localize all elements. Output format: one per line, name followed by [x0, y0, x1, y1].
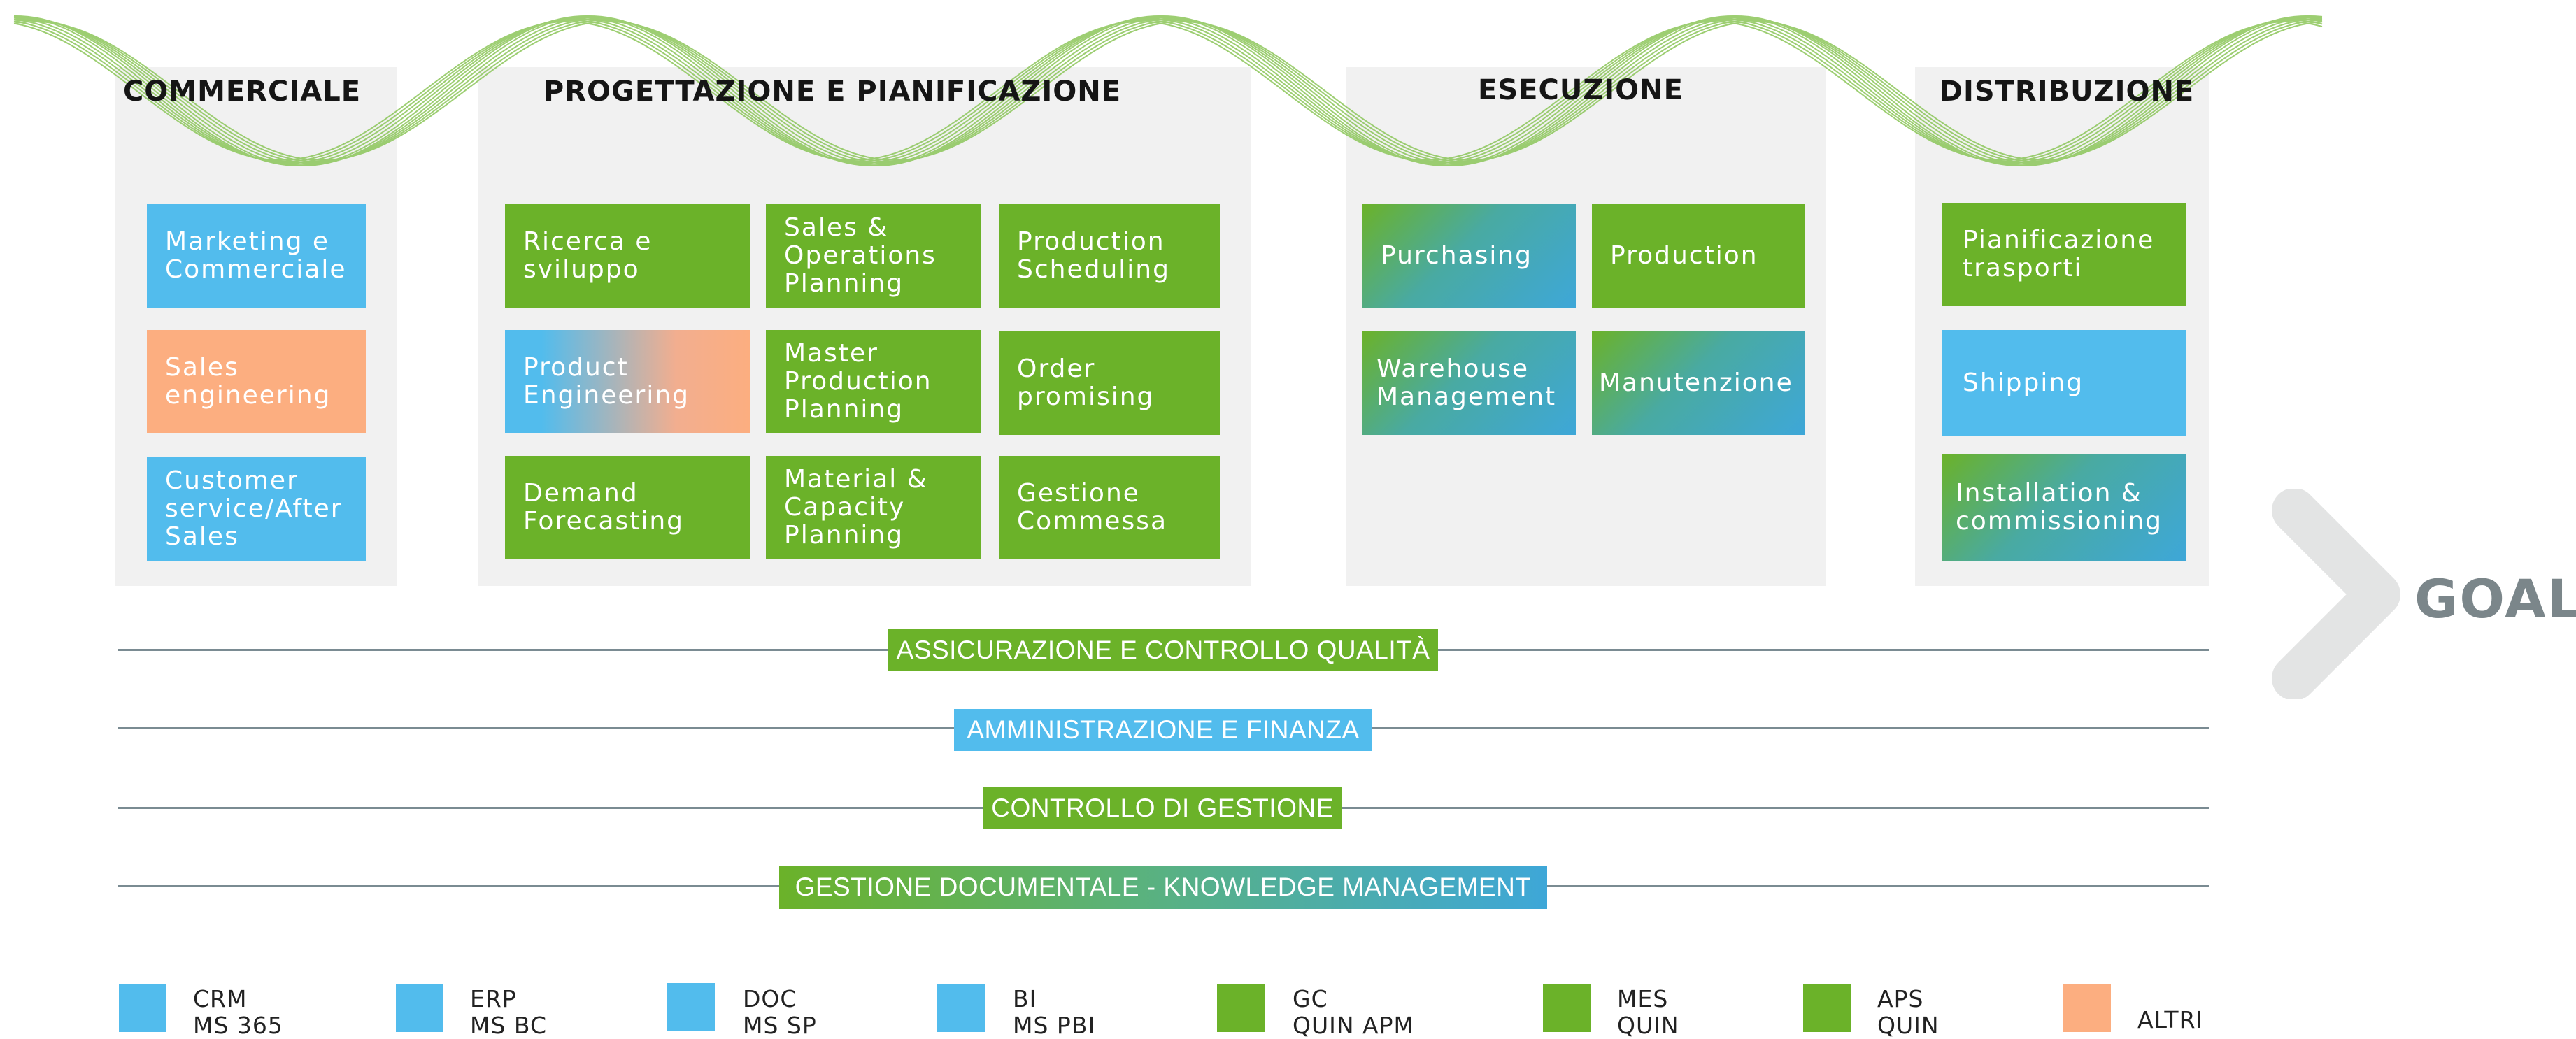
box-installation-commissioning[interactable]: Installation & commissioning — [1942, 454, 2186, 561]
band-documentale[interactable]: GESTIONE DOCUMENTALE - KNOWLEDGE MANAGEM… — [779, 866, 1547, 909]
legend-swatch-crm — [119, 984, 166, 1032]
box-product-engineering[interactable]: Product Engineering — [505, 330, 750, 433]
wave-line — [13, 19, 2323, 163]
heading-commerciale: COMMERCIALE — [122, 76, 362, 108]
box-production[interactable]: Production — [1592, 204, 1805, 308]
legend-label-aps: APS QUIN — [1877, 985, 1940, 1039]
legend-label-bi: BI MS PBI — [1013, 985, 1096, 1039]
band-controllo[interactable]: CONTROLLO DI GESTIONE — [983, 787, 1342, 829]
goal-label: GOAL — [2414, 568, 2576, 630]
legend-label-altri: ALTRI — [2137, 1006, 2204, 1033]
wave-ribbon-decoration — [13, 15, 2323, 167]
heading-distribuzione: DISTRIBUZIONE — [1939, 76, 2195, 108]
box-warehouse-management[interactable]: Warehouse Management — [1362, 331, 1576, 435]
box-customer-service[interactable]: Customer service/After Sales — [147, 457, 366, 561]
box-pianificazione-trasporti[interactable]: Pianificazione trasporti — [1942, 203, 2186, 306]
heading-esecuzione: ESECUZIONE — [1478, 74, 1684, 106]
legend-swatch-aps — [1803, 984, 1851, 1032]
box-manutenzione[interactable]: Manutenzione — [1592, 331, 1805, 435]
band-amministrazione[interactable]: AMMINISTRAZIONE E FINANZA — [954, 709, 1372, 751]
box-material-capacity-planning[interactable]: Material & Capacity Planning — [766, 456, 981, 559]
legend-label-gc: GC QUIN APM — [1293, 985, 1414, 1039]
legend-swatch-erp — [396, 984, 443, 1032]
wave-line — [13, 16, 2323, 166]
chevron-right-icon — [2272, 489, 2400, 699]
legend-label-crm: CRM MS 365 — [193, 985, 283, 1039]
box-sales-operations-planning[interactable]: Sales & Operations Planning — [766, 204, 981, 308]
band-qualita[interactable]: ASSICURAZIONE E CONTROLLO QUALITÀ — [888, 629, 1438, 671]
box-purchasing[interactable]: Purchasing — [1362, 204, 1576, 308]
legend-swatch-mes — [1543, 984, 1591, 1032]
heading-progettazione: PROGETTAZIONE E PIANIFICAZIONE — [543, 76, 1122, 108]
box-demand-forecasting[interactable]: Demand Forecasting — [505, 456, 750, 559]
legend-label-mes: MES QUIN — [1617, 985, 1679, 1039]
wave-line — [13, 17, 2323, 164]
box-master-production-planning[interactable]: Master Production Planning — [766, 330, 981, 433]
legend-label-doc: DOC MS SP — [743, 985, 817, 1039]
box-ricerca-sviluppo[interactable]: Ricerca e sviluppo — [505, 204, 750, 308]
box-production-scheduling[interactable]: Production Scheduling — [999, 204, 1220, 308]
legend-swatch-doc — [667, 983, 715, 1031]
box-shipping[interactable]: Shipping — [1942, 330, 2186, 436]
box-sales-engineering[interactable]: Sales engineering — [147, 330, 366, 433]
legend-swatch-bi — [937, 984, 985, 1032]
legend-swatch-gc — [1217, 984, 1265, 1032]
wave-line — [13, 15, 2323, 167]
box-gestione-commessa[interactable]: Gestione Commessa — [999, 456, 1220, 559]
legend-label-erp: ERP MS BC — [470, 985, 548, 1039]
legend-swatch-altri — [2063, 984, 2111, 1032]
box-order-promising[interactable]: Order promising — [999, 331, 1220, 435]
wave-line — [13, 16, 2323, 166]
panel-esecuzione — [1346, 67, 1826, 586]
box-marketing-commerciale[interactable]: Marketing e Commerciale — [147, 204, 366, 308]
wave-line — [13, 20, 2323, 162]
